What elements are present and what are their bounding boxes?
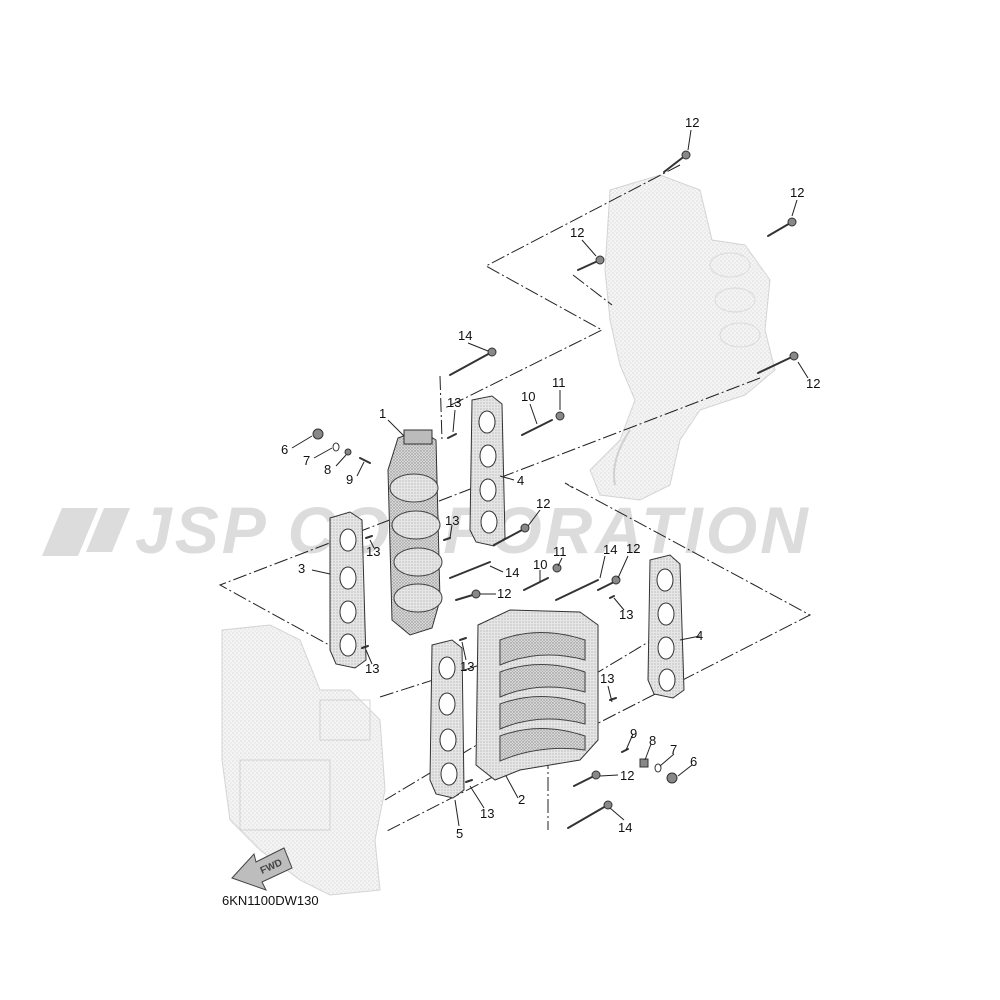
fwd-arrow-icon	[231, 847, 293, 891]
callout-label: 7	[303, 453, 310, 468]
callout-label: 6	[690, 754, 697, 769]
callout-label: 14	[458, 328, 472, 343]
leader-lines	[291, 129, 809, 827]
callout-label: 12	[620, 768, 634, 783]
callout-label: 12	[685, 115, 699, 130]
watermark-logo-mark-2	[86, 508, 130, 552]
callout-label: 12	[626, 541, 640, 556]
callout-label: 6	[281, 442, 288, 457]
callout-label: 13	[445, 513, 459, 528]
manifold-2	[475, 609, 599, 781]
diagram-code: 6KN1100DW130	[222, 893, 319, 908]
callout-label: 7	[670, 742, 677, 757]
callout-label: 13	[600, 671, 614, 686]
gasket-5	[429, 639, 465, 799]
callout-label: 1	[379, 406, 386, 421]
callout-label: 9	[630, 726, 637, 741]
callout-label: 13	[447, 395, 461, 410]
callout-label: 12	[806, 376, 820, 391]
gasket-3	[329, 511, 367, 669]
callout-label: 4	[517, 473, 524, 488]
gasket-4-lower	[647, 554, 685, 699]
engine-block-upper	[589, 174, 776, 501]
callout-label: 2	[518, 792, 525, 807]
callout-label: 12	[497, 586, 511, 601]
callout-label: 3	[298, 561, 305, 576]
callout-label: 12	[570, 225, 584, 240]
callout-label: 10	[521, 389, 535, 404]
fwd-arrow: FWD	[231, 847, 293, 891]
callout-label: 11	[553, 544, 567, 559]
callout-label: 10	[533, 557, 547, 572]
callout-label: 13	[619, 607, 633, 622]
callouts: 12 12 12 12 14 13 10 11 1 6 7 8 9 4 12 1…	[281, 115, 820, 841]
callout-label: 8	[324, 462, 331, 477]
callout-label: 5	[456, 826, 463, 841]
engine-block-lower	[221, 624, 386, 896]
callout-label: 8	[649, 733, 656, 748]
callout-label: 14	[505, 565, 519, 580]
callout-label: 13	[366, 544, 380, 559]
gasket-4-upper	[469, 395, 506, 547]
watermark-logo-mark	[42, 508, 98, 556]
callout-label: 13	[460, 659, 474, 674]
callout-label: 14	[618, 820, 632, 835]
callout-label: 4	[696, 628, 703, 643]
callout-label: 9	[346, 472, 353, 487]
callout-label: 11	[552, 375, 566, 390]
callout-label: 14	[603, 542, 617, 557]
callout-label: 12	[790, 185, 804, 200]
callout-label: 13	[480, 806, 494, 821]
manifold-1	[387, 429, 443, 636]
callout-label: 13	[365, 661, 379, 676]
callout-label: 12	[536, 496, 550, 511]
